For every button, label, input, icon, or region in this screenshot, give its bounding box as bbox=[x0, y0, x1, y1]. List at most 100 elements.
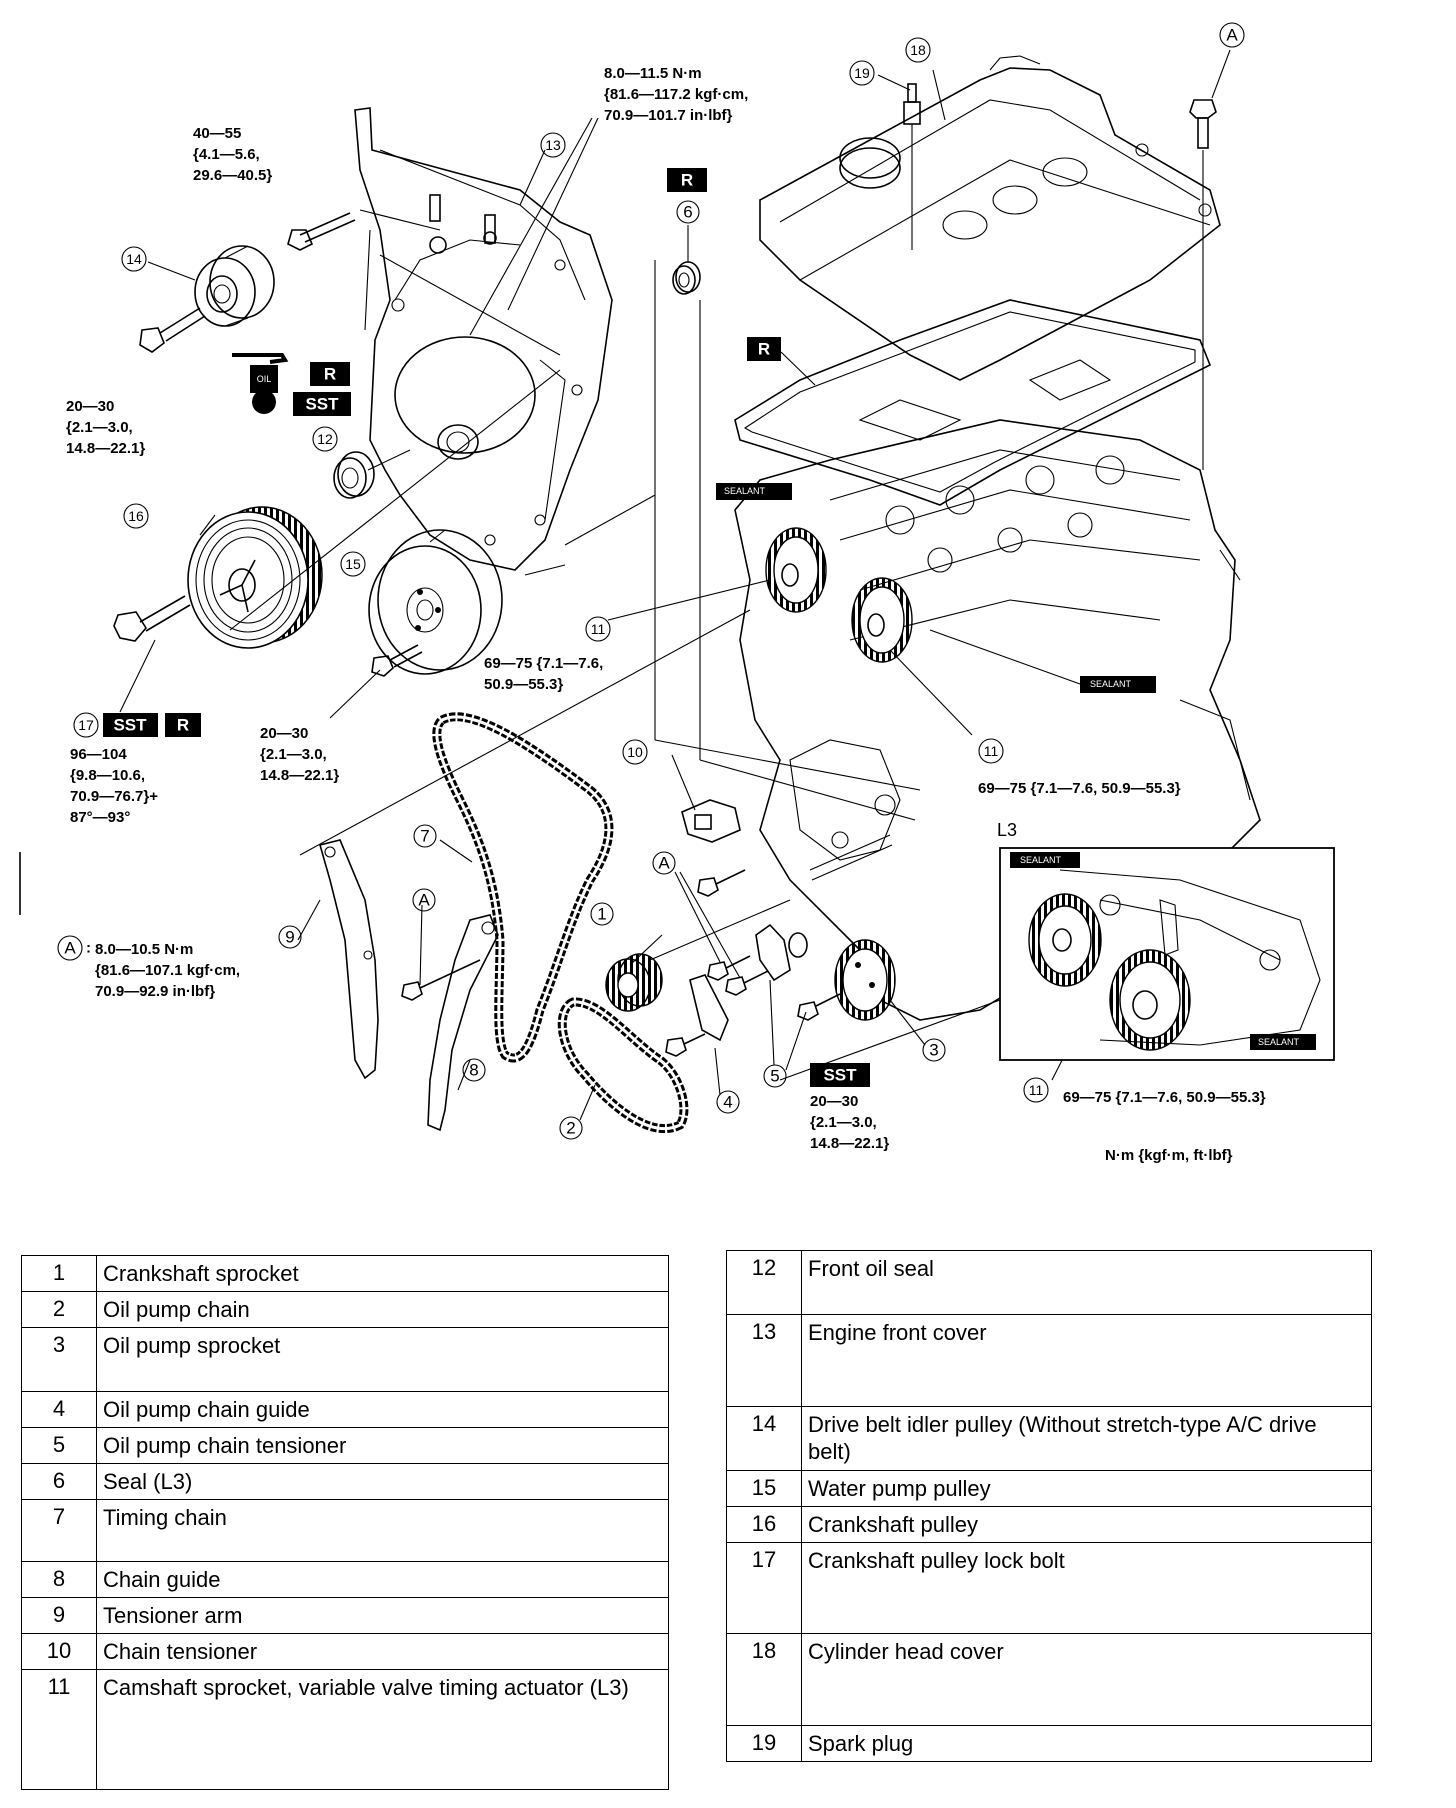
callout-19: 19 bbox=[849, 60, 875, 86]
callout-a: A bbox=[1219, 22, 1245, 48]
torque-spec-oil-pump: 20—30 {2.1—3.0, 14.8—22.1} bbox=[810, 1093, 889, 1152]
callout-17: 17 bbox=[73, 712, 99, 738]
torque-spec-top: 8.0—11.5 N·m {81.6—117.2 kgf·cm, 70.9—10… bbox=[604, 65, 748, 124]
part-name: Tensioner arm bbox=[96, 1597, 669, 1634]
oil-application-icon: OIL bbox=[232, 353, 289, 414]
svg-text:A: A bbox=[64, 939, 76, 958]
svg-text:69—75 {7.1—7.6, 50.9—55.3}: 69—75 {7.1—7.6, 50.9—55.3} bbox=[1063, 1089, 1266, 1106]
svg-text:15: 15 bbox=[345, 556, 361, 572]
part-name: Spark plug bbox=[801, 1725, 1372, 1762]
svg-text:70.9—101.7 in·lbf}: 70.9—101.7 in·lbf} bbox=[604, 107, 733, 124]
sst-tag: SST bbox=[810, 1063, 870, 1087]
callout-5: 5 bbox=[763, 1064, 787, 1088]
part-name: Oil pump sprocket bbox=[96, 1327, 669, 1392]
part-name: Drive belt idler pulley (Without stretch… bbox=[801, 1406, 1372, 1471]
svg-text:14.8—22.1}: 14.8—22.1} bbox=[260, 767, 339, 784]
part-number: 6 bbox=[21, 1463, 97, 1500]
part-name: Oil pump chain guide bbox=[96, 1391, 669, 1428]
svg-text:40—55: 40—55 bbox=[193, 125, 241, 142]
water-pump-pulley-bolt bbox=[371, 644, 423, 677]
svg-text:69—75 {7.1—7.6, 50.9—55.3}: 69—75 {7.1—7.6, 50.9—55.3} bbox=[978, 780, 1181, 797]
engine-front-cover bbox=[354, 107, 613, 571]
part-name: Timing chain bbox=[96, 1499, 669, 1562]
reuse-prohibited-tag: R bbox=[667, 168, 707, 192]
oil-pump-sprocket-bolt bbox=[797, 993, 841, 1021]
reuse-prohibited-tag: R bbox=[310, 362, 350, 386]
part-number: 10 bbox=[21, 1633, 97, 1670]
part-number: 5 bbox=[21, 1427, 97, 1464]
svg-text:16: 16 bbox=[128, 508, 144, 524]
idler-pulley bbox=[194, 245, 275, 327]
callout-a: A bbox=[412, 888, 436, 912]
svg-text:5: 5 bbox=[770, 1067, 779, 1086]
part-number: 17 bbox=[726, 1542, 802, 1634]
part-number: 13 bbox=[726, 1314, 802, 1407]
svg-text:A: A bbox=[418, 891, 430, 910]
part-number: 3 bbox=[21, 1327, 97, 1392]
part-name: Crankshaft sprocket bbox=[96, 1255, 669, 1292]
torque-spec-cam-c: 69—75 {7.1—7.6, 50.9—55.3} bbox=[1063, 1089, 1266, 1106]
svg-text:69—75 {7.1—7.6,: 69—75 {7.1—7.6, bbox=[484, 655, 603, 672]
torque-spec-front-cover: 40—55 {4.1—5.6, 29.6—40.5} bbox=[193, 125, 272, 184]
part-name: Crankshaft pulley bbox=[801, 1506, 1372, 1543]
svg-text:1: 1 bbox=[597, 905, 606, 924]
tensioner-arm bbox=[319, 839, 379, 1080]
svg-text:SEALANT: SEALANT bbox=[1090, 679, 1132, 689]
svg-text:8.0—11.5 N·m: 8.0—11.5 N·m bbox=[604, 65, 702, 82]
svg-text:A: A bbox=[1226, 26, 1238, 45]
torque-spec-idler: 20—30 {2.1—3.0, 14.8—22.1} bbox=[66, 398, 145, 457]
callout-3: 3 bbox=[922, 1038, 946, 1062]
svg-text:SEALANT: SEALANT bbox=[1020, 855, 1062, 865]
part-name: Chain tensioner bbox=[96, 1633, 669, 1670]
part-name: Oil pump chain bbox=[96, 1291, 669, 1328]
torque-spec-cam-b: 69—75 {7.1—7.6, 50.9—55.3} bbox=[978, 780, 1181, 797]
part-name: Camshaft sprocket, variable valve timing… bbox=[96, 1669, 669, 1790]
crankshaft-sprocket bbox=[605, 899, 791, 1012]
callout-11: 11 bbox=[1023, 1077, 1049, 1103]
units-note: N·m {kgf·m, ft·lbf} bbox=[1105, 1147, 1233, 1164]
exploded-view-diagram: OIL R SST bbox=[19, 22, 1335, 1164]
part-name: Engine front cover bbox=[801, 1314, 1372, 1407]
svg-text::: : bbox=[86, 940, 91, 957]
svg-text:{2.1—3.0,: {2.1—3.0, bbox=[810, 1114, 877, 1131]
seal-l3 bbox=[672, 225, 701, 295]
sst-tag: SST bbox=[103, 713, 158, 737]
part-name: Front oil seal bbox=[801, 1250, 1372, 1315]
part-number: 9 bbox=[21, 1597, 97, 1634]
svg-text:9: 9 bbox=[285, 928, 294, 947]
part-number: 14 bbox=[726, 1406, 802, 1471]
oil-pump-chain-tensioner bbox=[755, 923, 808, 982]
cylinder-head-cover bbox=[759, 55, 1221, 381]
svg-text:{2.1—3.0,: {2.1—3.0, bbox=[66, 419, 133, 436]
part-number: 16 bbox=[726, 1506, 802, 1543]
water-pump-pulley bbox=[368, 529, 503, 675]
leader-lines bbox=[119, 49, 1231, 1121]
svg-text:SST: SST bbox=[113, 716, 147, 735]
part-number: 15 bbox=[726, 1470, 802, 1507]
svg-text:A: A bbox=[658, 854, 670, 873]
reuse-prohibited-tag: R bbox=[165, 713, 201, 737]
head-cover-bolt bbox=[1189, 99, 1217, 470]
l3-inset: L3 SEALANT SEALANT bbox=[997, 820, 1335, 1061]
torque-spec-lock-bolt: 96—104 {9.8—10.6, 70.9—76.7}+ 87°—93° bbox=[70, 746, 158, 826]
front-cover-bolt bbox=[287, 209, 441, 251]
svg-text:8.0—10.5 N·m: 8.0—10.5 N·m bbox=[95, 941, 193, 958]
torque-spec-a: 8.0—10.5 N·m {81.6—107.1 kgf·cm, 70.9—92… bbox=[95, 941, 240, 1000]
callout-15: 15 bbox=[340, 551, 366, 577]
svg-text:{81.6—107.1 kgf·cm,: {81.6—107.1 kgf·cm, bbox=[95, 962, 240, 979]
callout-11: 11 bbox=[585, 616, 611, 642]
idler-bolt bbox=[139, 307, 206, 353]
part-name: Cylinder head cover bbox=[801, 1633, 1372, 1726]
part-number: 11 bbox=[21, 1669, 97, 1790]
svg-text:19: 19 bbox=[854, 65, 870, 81]
oil-pump-chain bbox=[557, 997, 689, 1134]
